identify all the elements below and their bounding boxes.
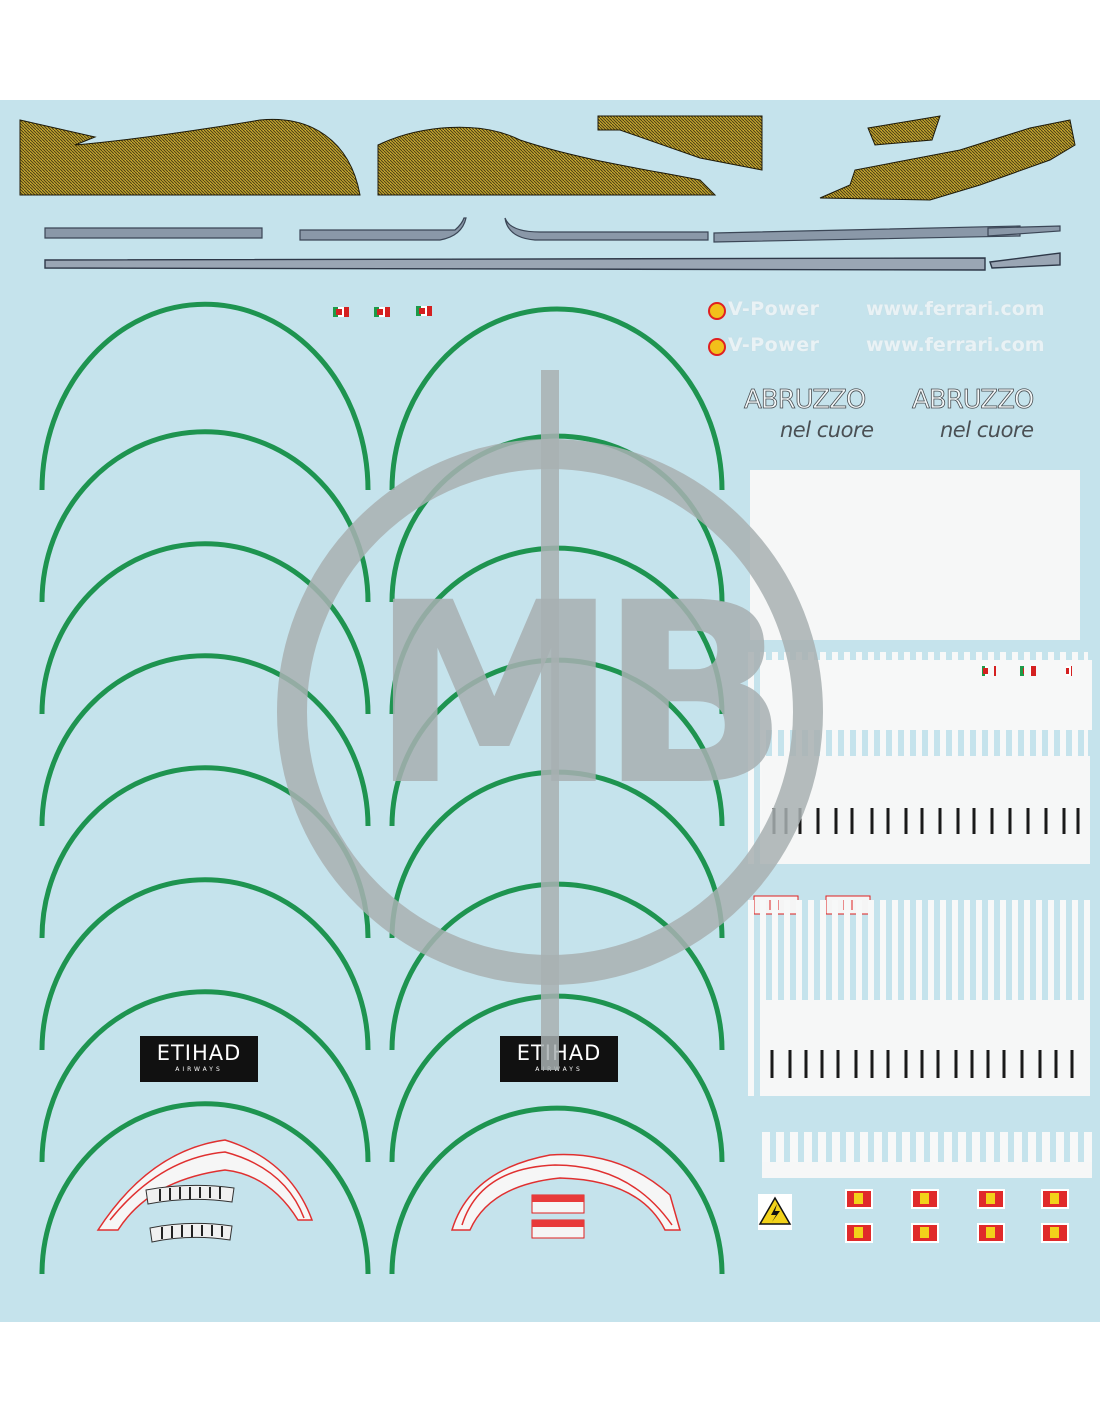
high-voltage-warning-icon bbox=[758, 1194, 792, 1230]
ferrari-url-2: www.ferrari.com bbox=[866, 334, 1045, 356]
ferrari-shield-sticker-group bbox=[845, 1189, 1069, 1243]
barcode-sticker-small-group bbox=[145, 1184, 235, 1243]
decal-sheet: V-Power V-Power www.ferrari.com www.ferr… bbox=[0, 100, 1100, 1322]
comb-decal-lower-base bbox=[760, 1000, 1090, 1096]
vpower-label-1: V-Power bbox=[728, 298, 820, 320]
carbon-decal-group bbox=[19, 115, 1076, 201]
carbon-decal-1 bbox=[19, 118, 361, 196]
green-arcs-left bbox=[39, 301, 371, 1275]
white-red-arch-right bbox=[450, 1153, 681, 1231]
carbon-decal-5 bbox=[819, 119, 1076, 201]
carbon-decal-3 bbox=[597, 115, 763, 171]
carbon-decal-2 bbox=[377, 126, 717, 196]
etihad-logo-left: ETIHAD AIRWAYS bbox=[140, 1036, 258, 1082]
etihad-sub-right: AIRWAYS bbox=[535, 1066, 583, 1073]
white-red-arch-left bbox=[96, 1139, 314, 1231]
shell-logo-icon bbox=[708, 302, 726, 356]
carbon-decal-4 bbox=[867, 115, 941, 146]
comb-decal-small-base bbox=[762, 1162, 1092, 1178]
barcode-overlay bbox=[770, 808, 1080, 1078]
mb-watermark-text: MB bbox=[370, 549, 789, 840]
pinstripe-group bbox=[44, 217, 1061, 271]
etihad-logo-right: ETIHAD AIRWAYS bbox=[500, 1036, 618, 1082]
abruzzo-title-2: ABRUZZO bbox=[912, 385, 1035, 416]
etihad-brand-left: ETIHAD bbox=[156, 1041, 242, 1065]
abruzzo-title-1: ABRUZZO bbox=[744, 385, 867, 416]
etihad-brand-right: ETIHAD bbox=[516, 1041, 602, 1065]
abruzzo-subtitle-2: nel cuore bbox=[940, 418, 1034, 442]
ferrari-url-1: www.ferrari.com bbox=[866, 298, 1045, 320]
vpower-label-2: V-Power bbox=[728, 334, 820, 356]
abruzzo-subtitle-1: nel cuore bbox=[780, 418, 874, 442]
white-blank-decal bbox=[750, 470, 1080, 640]
etihad-sub-left: AIRWAYS bbox=[175, 1066, 223, 1073]
